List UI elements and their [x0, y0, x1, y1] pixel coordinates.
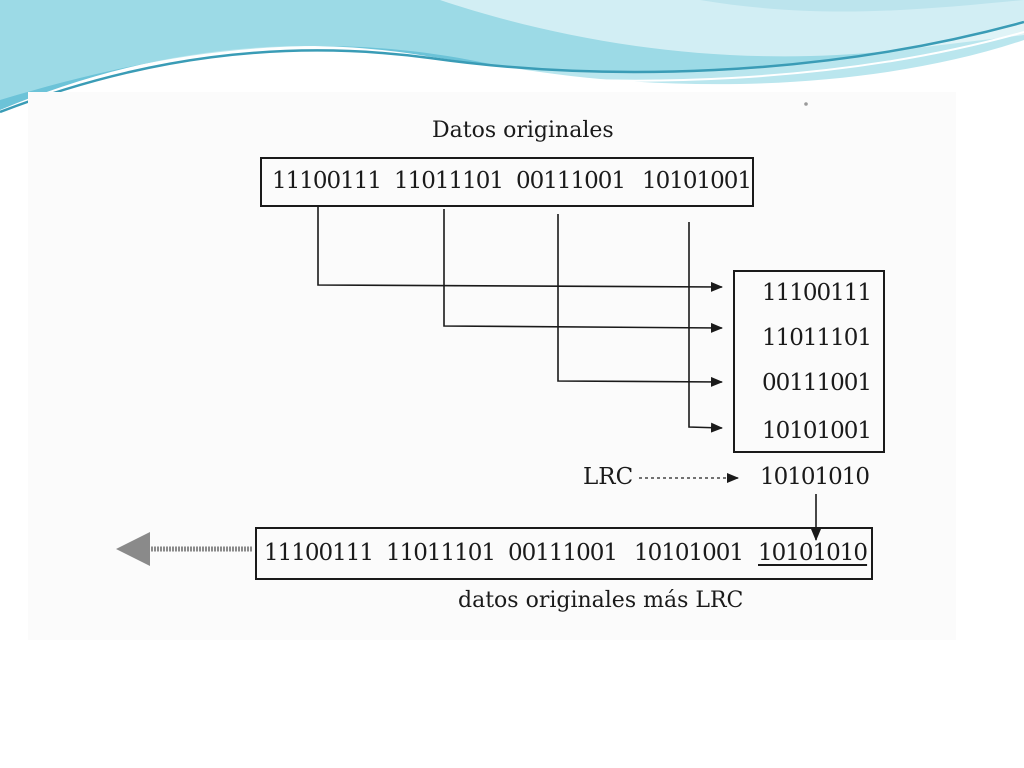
output-arrow [116, 532, 252, 566]
original-block-4: 10101001 [642, 168, 752, 194]
stacked-block-2: 11011101 [762, 325, 872, 351]
transmitted-data-box [255, 527, 873, 580]
connector-block-4 [688, 222, 723, 433]
transmitted-data-row: 11100111 11011101 00111001 10101001 1010… [264, 540, 868, 566]
original-block-1: 11100111 [272, 168, 382, 194]
diagram-title: Datos originales [432, 118, 614, 143]
lrc-value: 10101010 [760, 464, 870, 490]
original-data-row: 11100111 11011101 00111001 10101001 [272, 168, 752, 194]
transmitted-block-3: 00111001 [508, 540, 618, 566]
original-block-2: 11011101 [394, 168, 504, 194]
transmitted-block-1: 11100111 [264, 540, 374, 566]
header-wave-decoration [0, 0, 1024, 119]
stacked-block-3: 00111001 [762, 370, 872, 396]
stacked-block-4: 10101001 [762, 418, 872, 444]
transmitted-block-4: 10101001 [634, 540, 744, 566]
stacked-block-1: 11100111 [762, 280, 872, 306]
original-data-box [260, 157, 754, 207]
diagram-caption: datos originales más LRC [458, 588, 744, 613]
original-block-3: 00111001 [516, 168, 626, 194]
lrc-label: LRC [583, 464, 634, 490]
transmitted-block-2: 11011101 [386, 540, 496, 566]
scan-speck [804, 102, 808, 106]
transmitted-block-lrc: 10101010 [758, 540, 868, 566]
connector-block-3 [557, 214, 723, 387]
connector-block-2 [443, 209, 723, 333]
connector-block-1 [317, 207, 723, 292]
stacked-blocks-box [733, 270, 885, 453]
